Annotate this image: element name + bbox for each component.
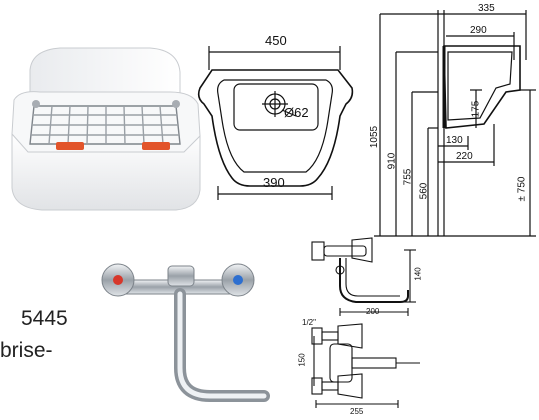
dim-label-910: 910 bbox=[386, 152, 398, 170]
side-view-lines bbox=[374, 10, 536, 237]
dim-label-130: 130 bbox=[446, 135, 463, 146]
dim-label-140: 140 bbox=[413, 267, 423, 281]
dim-label-450: 450 bbox=[265, 33, 287, 48]
dim-label-560: 560 bbox=[418, 182, 430, 200]
dim-label-1055: 1055 bbox=[369, 125, 381, 149]
dim-label-200: 200 bbox=[366, 307, 380, 316]
sink-photo-svg bbox=[11, 47, 201, 211]
drain-leader bbox=[281, 109, 297, 117]
faucet-photo-svg bbox=[101, 263, 270, 402]
dim-label-755: 755 bbox=[402, 168, 414, 186]
dim-label-175: 175 bbox=[470, 100, 482, 118]
faucet-photo bbox=[88, 250, 278, 415]
dim-label-thread: 1/2" bbox=[302, 318, 316, 327]
code-text: 5445 bbox=[21, 307, 68, 330]
dim-label-335: 335 bbox=[478, 3, 495, 14]
sink-photo bbox=[0, 30, 210, 220]
dim-label-750: ± 750 bbox=[516, 176, 528, 202]
dim-label-255: 255 bbox=[350, 407, 364, 416]
dim-label-390: 390 bbox=[263, 175, 285, 190]
dim-label-drain: Ø62 bbox=[284, 105, 309, 120]
dim-label-290: 290 bbox=[470, 25, 487, 36]
dim-label-220: 220 bbox=[456, 151, 473, 162]
dim-label-150: 150 bbox=[297, 353, 307, 367]
faucet-drawing-lines bbox=[311, 237, 420, 408]
word-text: brise- bbox=[0, 339, 53, 362]
